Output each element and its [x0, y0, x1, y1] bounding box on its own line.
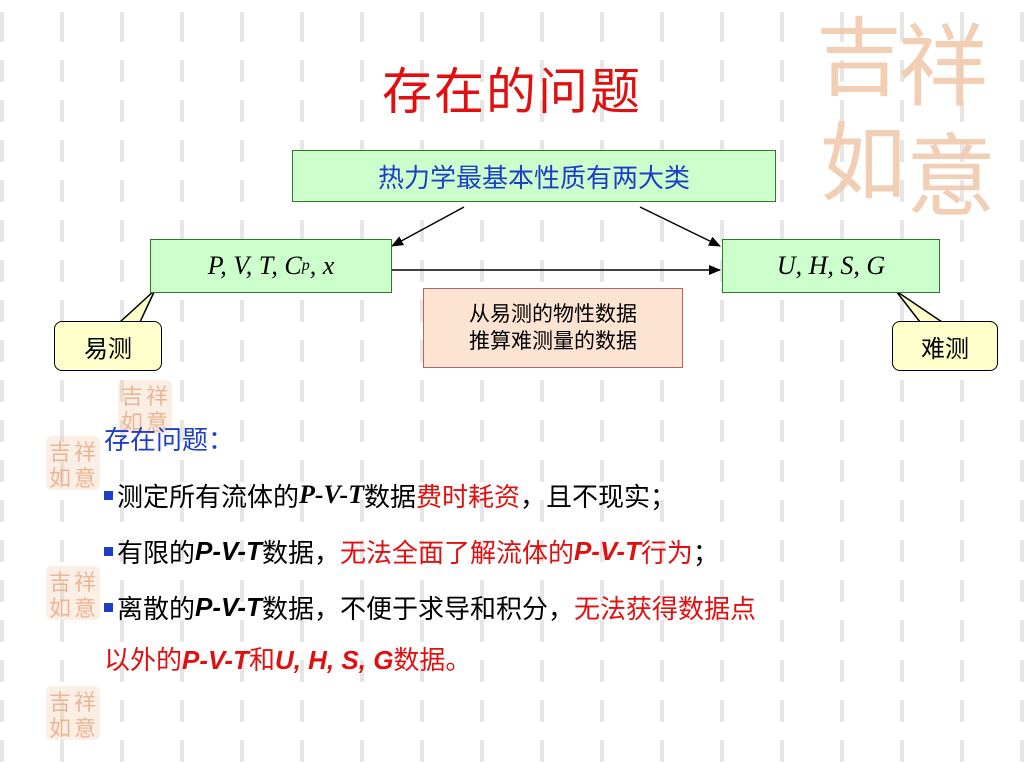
subscript-p: p — [301, 257, 310, 274]
arrow-to-left-box — [391, 206, 465, 247]
issue2-highlight-d: 行为 — [640, 538, 693, 569]
issue3-pvt: P-V-T — [195, 591, 262, 622]
decorative-seal-small: 吉 祥 如 意 — [46, 686, 100, 742]
svg-text:意: 意 — [74, 467, 96, 490]
svg-text:如: 如 — [49, 467, 71, 490]
issue1-text: 测定所有流体的 — [117, 482, 300, 513]
svg-text:意: 意 — [906, 125, 996, 218]
issue2-text-e: ； — [692, 538, 719, 569]
issue-item-3-continued: 以外的P-V-T和U, H, S, G数据。 — [104, 640, 471, 677]
properties-text-tail: , x — [309, 251, 335, 280]
note-line-1: 从易测的物性数据 — [469, 301, 637, 326]
top-category-box: 热力学最基本性质有两大类 — [292, 150, 776, 202]
issue-item-1: 测定所有流体的 P-V-T 数据 费时耗资 ，且不现实； — [104, 467, 984, 523]
issues-heading: 存在问题： — [104, 426, 235, 456]
issue1-highlight: 费时耗资 — [416, 482, 521, 513]
svg-text:如: 如 — [49, 597, 71, 620]
svg-text:吉: 吉 — [49, 691, 71, 716]
svg-text:祥: 祥 — [74, 571, 96, 596]
issues-section: 存在问题： 测定所有流体的 P-V-T 数据 费时耗资 ，且不现实； 有限的 P… — [104, 420, 984, 635]
issue1-pvt: P-V-T — [299, 480, 365, 509]
arrow-to-right-box — [639, 206, 721, 247]
svg-text:祥: 祥 — [74, 691, 96, 716]
inference-note-box: 从易测的物性数据 推算难测量的数据 — [423, 288, 683, 368]
issue2-pvt: P-V-T — [195, 535, 262, 566]
issue2-pvt2: P-V-T — [573, 535, 641, 566]
bullet-icon — [104, 546, 113, 556]
issue3-cont-text-c: 数据。 — [393, 646, 472, 676]
callout-left-tail — [118, 289, 156, 323]
easy-measure-callout: 易测 — [54, 321, 162, 371]
callout-right-tail — [895, 290, 945, 323]
decorative-seal-small: 吉 祥 如 意 — [46, 566, 100, 622]
svg-text:祥: 祥 — [74, 441, 96, 466]
issue2-highlight: 无法全面了解流体的 — [339, 538, 574, 569]
svg-text:意: 意 — [74, 717, 96, 740]
issue2-text-b: 数据， — [261, 538, 340, 569]
svg-text:祥: 祥 — [146, 385, 168, 410]
issue3-highlight: 无法获得数据点 — [573, 594, 756, 625]
hard-measure-callout: 难测 — [892, 321, 998, 371]
svg-text:吉: 吉 — [49, 441, 71, 466]
svg-text:如: 如 — [820, 114, 906, 214]
bullet-icon — [104, 602, 113, 612]
issue3-cont-uhsg: U, H, S, G — [274, 645, 394, 675]
issue3-cont-text: 以外的 — [104, 646, 183, 676]
note-line-2: 推算难测量的数据 — [469, 329, 637, 353]
slide-title: 存在的问题 — [382, 63, 642, 121]
issue2-text: 有限的 — [117, 538, 196, 569]
hard-properties-box: U, H, S, G — [722, 239, 940, 293]
svg-text:吉: 吉 — [49, 571, 71, 596]
issue3-cont-text-b: 和 — [248, 646, 275, 676]
properties-text: P, V, T, C — [207, 251, 302, 280]
issue3-text-b: 数据，不便于求导和积分， — [261, 594, 574, 625]
issue1-text-b: 数据 — [364, 482, 417, 513]
svg-text:意: 意 — [74, 597, 96, 620]
svg-text:吉: 吉 — [121, 385, 143, 410]
issue-item-3: 离散的 P-V-T 数据，不便于求导和积分， 无法获得数据点 — [104, 579, 984, 635]
issue3-cont-pvt: P-V-T — [182, 645, 249, 675]
issue-item-2: 有限的 P-V-T 数据， 无法全面了解流体的 P-V-T 行为 ； — [104, 523, 984, 579]
decorative-seal-small: 吉 祥 如 意 — [46, 436, 100, 492]
issue1-text-d: ，且不现实； — [520, 482, 677, 513]
issue3-text: 离散的 — [117, 594, 196, 625]
bullet-icon — [104, 490, 113, 500]
svg-text:如: 如 — [49, 717, 71, 740]
